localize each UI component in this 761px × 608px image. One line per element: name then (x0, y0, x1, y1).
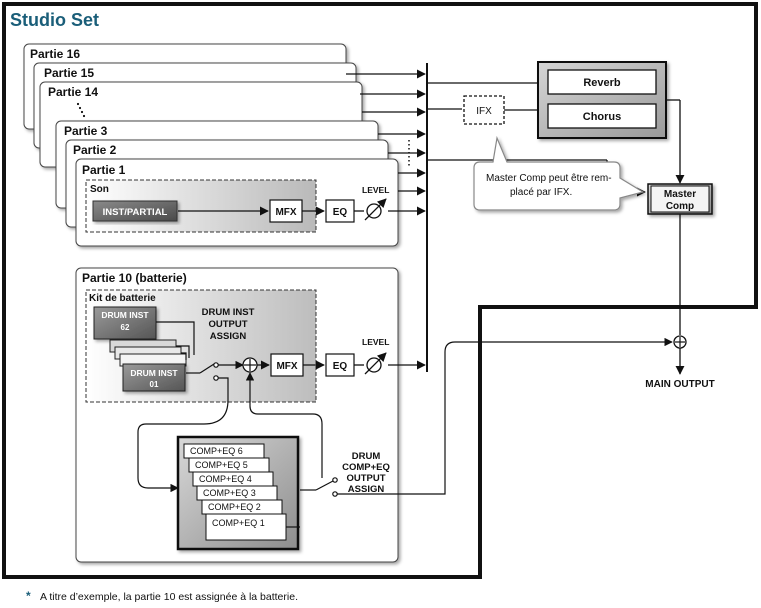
drum-inst-switch (156, 321, 219, 381)
drum-inst-stack: DRUM INST 62 DRUM INST 01 (93, 306, 187, 392)
inst-partial-label: INST/PARTIAL (103, 207, 168, 218)
eq-label-part1: EQ (333, 207, 348, 218)
footnote-text: A titre d’exemple, la partie 10 est assi… (40, 591, 298, 603)
master-comp-line-1: Master (664, 189, 696, 200)
drum-part-title: Partie 10 (batterie) (82, 271, 187, 285)
drum-inst-bottom-number: 01 (150, 380, 159, 389)
comp-eq-3-label: COMP+EQ 3 (203, 488, 256, 498)
main-output-label: MAIN OUTPUT (645, 379, 714, 390)
comp-assign-line-4: ASSIGN (348, 484, 385, 495)
mfx-block-drum: MFX (270, 353, 304, 377)
eq-label-drum: EQ (333, 361, 348, 372)
comp-eq-2-label: COMP+EQ 2 (208, 502, 261, 512)
drum-inst-assign-line-1: DRUM INST (202, 307, 255, 318)
level-label-part1: LEVEL (362, 185, 389, 195)
comp-to-main-output-route (337, 337, 673, 495)
comp-assign-line-3: OUTPUT (346, 473, 385, 484)
part-card-2-label: Partie 2 (73, 143, 117, 157)
part-card-15-label: Partie 15 (44, 66, 94, 80)
ifx-label: IFX (476, 106, 492, 117)
comp-assign-line-2: COMP+EQ (342, 462, 390, 473)
comp-output-switch (286, 477, 338, 528)
level-knob-part1 (364, 198, 387, 221)
drum-inst-bottom-label: DRUM INST (130, 368, 178, 378)
footnote-star: * (26, 589, 31, 603)
part-bus-arrows (346, 69, 426, 216)
studio-set-title: Studio Set (10, 10, 99, 30)
drum-inst-assign-line-2: OUTPUT (208, 319, 247, 330)
comp-eq-4-label: COMP+EQ 4 (199, 474, 252, 484)
drum-inst-output-assign-label: DRUM INST OUTPUT ASSIGN (202, 307, 255, 342)
effects-panel: Reverb Chorus (537, 61, 667, 139)
ifx-callout: Master Comp peut être rem- placé par IFX… (473, 135, 645, 211)
ifx-block: IFX (463, 95, 505, 125)
master-comp-block: Master Comp (647, 183, 713, 215)
part-card-3-label: Partie 3 (64, 124, 108, 138)
eq-block-part1: EQ (325, 199, 355, 223)
comp-eq-1-label: COMP+EQ 1 (212, 518, 265, 528)
level-knob-drum (364, 352, 387, 375)
mfx-label-part1: MFX (275, 207, 296, 218)
level-label-drum: LEVEL (362, 337, 389, 347)
comp-eq-box: COMP+EQ 6 COMP+EQ 5 COMP+EQ 4 COMP+EQ 3 … (176, 435, 300, 551)
master-comp-line-2: Comp (666, 201, 694, 212)
studio-set-frame (2, 2, 758, 579)
part-card-16-label: Partie 16 (30, 47, 80, 61)
reverb-label: Reverb (583, 77, 621, 89)
part-card-1-label: Partie 1 (82, 163, 126, 177)
drum-summing-node (242, 357, 258, 373)
comp-eq-6-label: COMP+EQ 6 (190, 446, 243, 456)
comp-assign-line-1: DRUM (352, 451, 381, 462)
mfx-label-drum: MFX (276, 361, 297, 372)
comp-eq-5-label: COMP+EQ 5 (195, 460, 248, 470)
mfx-block-part1: MFX (269, 199, 303, 223)
son-label: Son (90, 184, 109, 195)
part-card-14-label: Partie 14 (48, 85, 98, 99)
drum-comp-output-assign-label: DRUM COMP+EQ OUTPUT ASSIGN (342, 451, 390, 495)
comp-return-route (245, 372, 259, 415)
output-summing-node (673, 335, 687, 349)
drum-inst-top-number: 62 (121, 323, 130, 332)
callout-line-2: placé par IFX. (510, 187, 572, 198)
drum-inst-top-label: DRUM INST (101, 310, 149, 320)
drum-kit-label: Kit de batterie (89, 293, 156, 304)
ellipsis-dots (76, 102, 86, 118)
eq-block-drum: EQ (325, 353, 355, 377)
chorus-label: Chorus (583, 111, 622, 123)
callout-line-1: Master Comp peut être rem- (486, 173, 612, 184)
drum-inst-assign-line-3: ASSIGN (210, 331, 247, 342)
drum-to-comp-route (137, 377, 229, 493)
inst-partial-block: INST/PARTIAL (92, 200, 178, 222)
